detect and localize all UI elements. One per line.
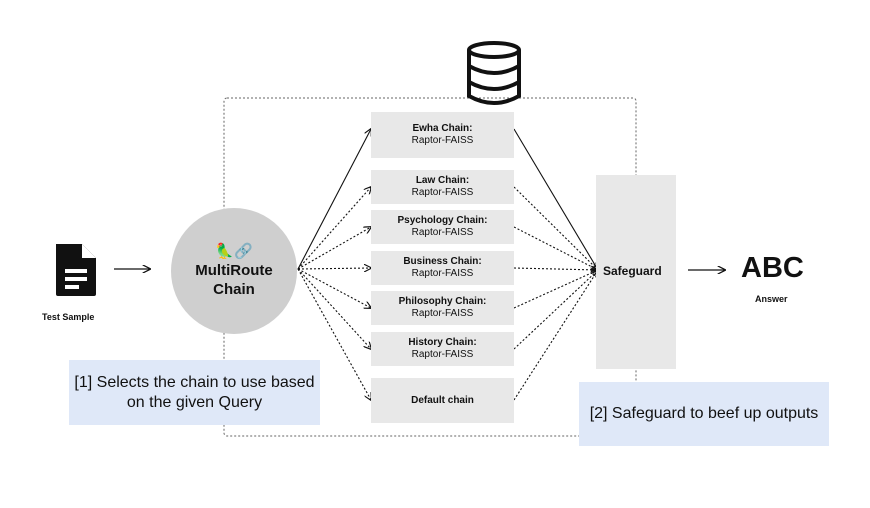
chain-sub: Raptor-FAISS xyxy=(411,308,474,319)
chain-name: Business Chain: xyxy=(403,256,482,267)
chain-name: Ewha Chain: xyxy=(412,123,473,134)
chain-sub: Raptor-FAISS xyxy=(411,187,474,198)
safeguard-note: [2] Safeguard to beef up outputs xyxy=(579,382,829,446)
route-arrow-in xyxy=(297,268,371,308)
chain-name: Default chain xyxy=(411,394,474,406)
parrot-link-icon: 🦜🔗 xyxy=(215,242,253,260)
safeguard-box xyxy=(596,175,676,369)
answer-label: Answer xyxy=(755,294,788,304)
chain-name: Philosophy Chain: xyxy=(398,296,487,307)
route-arrow-in xyxy=(297,268,371,269)
route-arrow-out xyxy=(513,270,598,350)
chain-sub: Raptor-FAISS xyxy=(411,135,474,146)
chain-box-philosophy: Philosophy Chain: Raptor-FAISS xyxy=(371,291,514,325)
chain-box-default: Default chain xyxy=(371,378,514,423)
safeguard-label: Safeguard xyxy=(603,264,662,278)
route-arrow-in xyxy=(297,268,371,349)
chain-box-business: Business Chain: Raptor-FAISS xyxy=(371,251,514,285)
database-icon xyxy=(467,41,521,105)
chain-sub: Raptor-FAISS xyxy=(411,268,474,279)
chain-sub: Raptor-FAISS xyxy=(411,349,474,360)
multiroute-chain-node: 🦜🔗 MultiRoute Chain xyxy=(171,208,297,334)
chain-box-ewha: Ewha Chain: Raptor-FAISS xyxy=(371,112,514,158)
chain-box-history: History Chain: Raptor-FAISS xyxy=(371,332,514,366)
document-icon xyxy=(56,244,96,296)
input-label: Test Sample xyxy=(42,312,95,322)
route-arrow-out xyxy=(513,268,598,270)
chain-name: History Chain: xyxy=(408,337,477,348)
router-title: MultiRoute Chain xyxy=(195,262,273,298)
chain-sub: Raptor-FAISS xyxy=(411,227,474,238)
route-arrow-in xyxy=(297,268,371,400)
chain-name: Psychology Chain: xyxy=(397,215,488,226)
answer-text: ABC xyxy=(741,252,804,284)
route-arrow-out xyxy=(513,128,598,270)
chain-box-law: Law Chain: Raptor-FAISS xyxy=(371,170,514,204)
route-arrow-out xyxy=(513,270,598,309)
route-arrow-out xyxy=(513,270,598,401)
router-note: [1] Selects the chain to use based on th… xyxy=(69,360,320,425)
route-arrow-in xyxy=(297,129,371,270)
chain-name: Law Chain: xyxy=(415,175,470,186)
chain-box-psychology: Psychology Chain: Raptor-FAISS xyxy=(371,210,514,244)
